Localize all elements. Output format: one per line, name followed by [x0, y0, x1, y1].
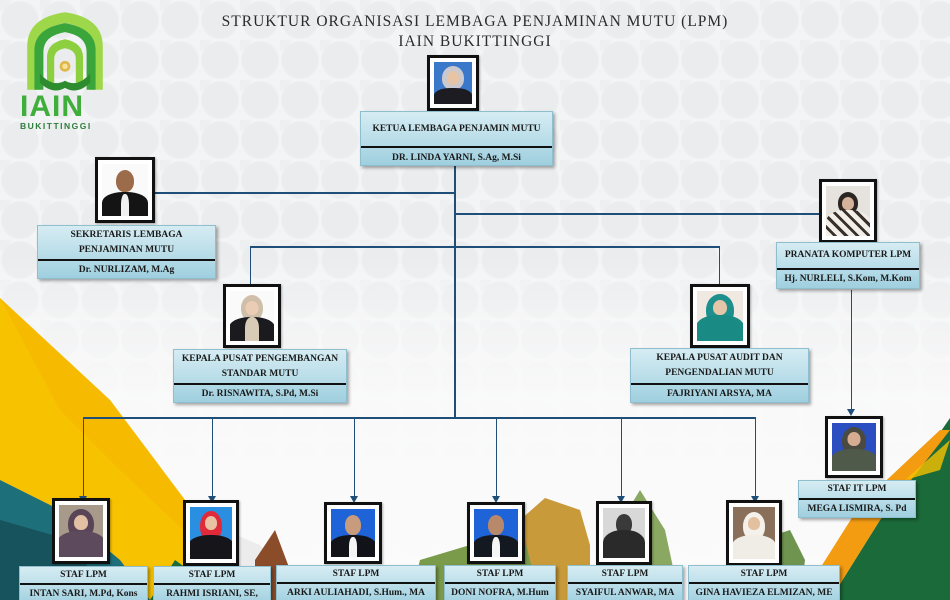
box-sekretaris: SEKRETARIS LEMBAGA PENJAMINAN MUTU Dr. N…: [37, 225, 216, 279]
box-divider: [445, 582, 555, 584]
box-staf-3: STAF LPM ARKI AULIAHADI, S.Hum., MA: [276, 565, 436, 600]
box-staf-1: STAF LPM INTAN SARI, M.Pd, Kons: [19, 566, 148, 600]
role-pranata: PRANATA KOMPUTER LPM: [784, 250, 912, 260]
box-divider: [777, 268, 919, 270]
arrow-staf-4: [492, 496, 500, 503]
name-staf-5: SYAIFUL ANWAR, MA: [575, 588, 675, 598]
name-staf-6: GINA HAVIEZA ELMIZAN, ME: [695, 588, 833, 598]
logo-text: IAIN: [20, 90, 84, 123]
role-sekretaris-line2: PENJAMINAN MUTU: [78, 244, 175, 255]
connector-staf-1: [83, 418, 84, 498]
connector-pranata: [455, 213, 820, 215]
arrow-staf-6: [751, 496, 759, 503]
name-staf-4: DONI NOFRA, M.Hum: [451, 588, 549, 598]
connector-staf-row: [83, 417, 756, 419]
role-kapus-audit-line2: PENGENDALIAN MUTU: [665, 368, 774, 378]
name-staf-3: ARKI AULIAHADI, S.Hum., MA: [286, 588, 426, 598]
box-divider: [568, 582, 682, 584]
role-ketua: KETUA LEMBAGA PENJAMIN MUTU: [372, 123, 541, 134]
box-divider: [689, 582, 839, 584]
arrow-staf-3: [350, 496, 358, 503]
box-staf-5: STAF LPM SYAIFUL ANWAR, MA: [567, 565, 683, 600]
name-pranata: Hj. NURLELI, S.Kom, M.Kom: [784, 274, 912, 284]
box-divider: [277, 582, 435, 584]
box-staf-4: STAF LPM DONI NOFRA, M.Hum: [444, 565, 556, 600]
connector-sekretaris: [152, 192, 456, 194]
box-divider: [361, 146, 552, 148]
photo-kapus-standar: [223, 284, 281, 348]
connector-staf-4: [496, 418, 497, 498]
role-sekretaris: SEKRETARIS LEMBAGA PENJAMINAN MUTU: [38, 226, 215, 259]
box-divider: [799, 498, 915, 500]
role-kapus-standar-line2: STANDAR MUTU: [221, 368, 299, 379]
photo-staf-6: [726, 500, 782, 566]
box-kapus-audit: KEPALA PUSAT AUDIT DAN PENGENDALIAN MUTU…: [630, 348, 809, 403]
name-kapus-standar: Dr. RISNAWITA, S.Pd, M.Si: [201, 389, 319, 399]
box-divider: [38, 259, 215, 261]
box-divider: [20, 583, 147, 585]
box-kapus-standar: KEPALA PUSAT PENGEMBANGAN STANDAR MUTU D…: [173, 349, 347, 403]
arrow-staf-5: [617, 496, 625, 503]
box-divider: [631, 383, 808, 385]
photo-ketua: [427, 55, 479, 111]
photo-staf-3: [324, 502, 382, 564]
role-kapus-standar-line1: KEPALA PUSAT PENGEMBANGAN: [181, 353, 339, 364]
connector-staf-2: [212, 418, 213, 498]
role-sekretaris-line1: SEKRETARIS LEMBAGA: [70, 229, 183, 240]
connector-kapus-audit: [719, 246, 720, 284]
photo-staf-2: [183, 500, 239, 566]
role-staf-5: STAF LPM: [601, 568, 649, 579]
box-divider: [154, 583, 270, 585]
photo-staf-5: [596, 501, 652, 565]
box-staf-6: STAF LPM GINA HAVIEZA ELMIZAN, ME: [688, 565, 840, 600]
name-staf-1: INTAN SARI, M.Pd, Kons: [29, 589, 138, 599]
name-sekretaris: Dr. NURLIZAM, M.Ag: [78, 265, 175, 275]
role-staf-3: STAF LPM: [332, 568, 380, 579]
arrow-staf-2: [208, 496, 216, 503]
role-kapus-standar: KEPALA PUSAT PENGEMBANGAN STANDAR MUTU: [174, 350, 346, 383]
box-staf-it: STAF IT LPM MEGA LISMIRA, S. Pd: [798, 480, 916, 518]
connector-kapus-standar: [250, 246, 251, 284]
connector-staf-5: [621, 418, 622, 498]
role-staf-4: STAF LPM: [476, 568, 524, 579]
role-staf-2: STAF LPM: [188, 569, 236, 580]
photo-kapus-audit: [690, 284, 750, 348]
connector-staf-6: [755, 418, 756, 498]
box-ketua: KETUA LEMBAGA PENJAMIN MUTU DR. LINDA YA…: [360, 111, 553, 166]
role-kapus-audit-line1: KEPALA PUSAT AUDIT DAN: [656, 353, 783, 363]
connector-staf-it: [851, 290, 852, 410]
connector-staf-3: [354, 418, 355, 498]
role-staf-6: STAF LPM: [740, 568, 788, 579]
role-kapus-audit: KEPALA PUSAT AUDIT DAN PENGENDALIAN MUTU: [631, 349, 808, 383]
connector-trunk: [454, 165, 456, 418]
logo-subtitle: BUKITTINGGI: [20, 121, 92, 131]
box-pranata: PRANATA KOMPUTER LPM Hj. NURLELI, S.Kom,…: [776, 242, 920, 289]
arrow-staf-it: [847, 409, 855, 416]
photo-staf-4: [467, 502, 525, 564]
photo-pranata: [819, 179, 877, 243]
photo-staf-it: [825, 416, 883, 478]
name-staf-it: MEGA LISMIRA, S. Pd: [807, 503, 907, 514]
connector-kapus: [250, 246, 720, 248]
photo-sekretaris: [95, 157, 155, 223]
iain-logo-icon: [27, 12, 103, 91]
name-staf-2: RAHMI ISRIANI, SE,: [166, 589, 258, 599]
name-ketua: DR. LINDA YARNI, S.Ag, M.Si: [392, 152, 521, 163]
photo-staf-1: [52, 498, 110, 564]
chart-title-line2: IAIN BUKITTINGGI: [398, 33, 552, 50]
role-staf-it: STAF IT LPM: [827, 484, 887, 494]
chart-title-line1: STRUKTUR ORGANISASI LEMBAGA PENJAMINAN M…: [221, 13, 729, 30]
box-divider: [174, 383, 346, 385]
name-kapus-audit: FAJRIYANI ARSYA, MA: [667, 389, 772, 399]
role-staf-1: STAF LPM: [60, 569, 107, 580]
box-staf-2: STAF LPM RAHMI ISRIANI, SE,: [153, 566, 271, 600]
